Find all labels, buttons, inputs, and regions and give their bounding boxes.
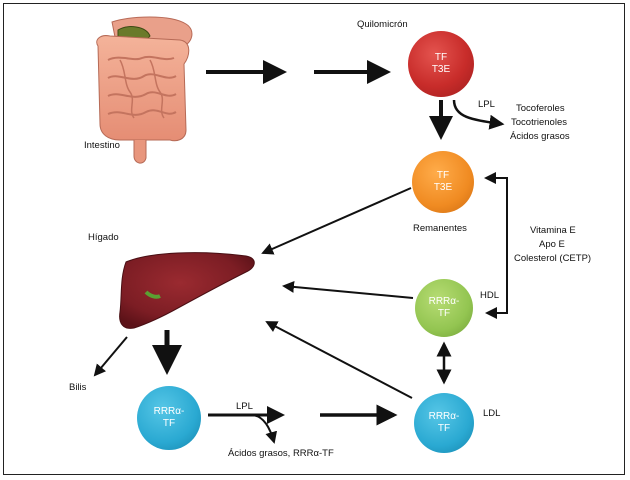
arrow-lpl-bottom-products (251, 414, 278, 444)
arrow-ldl-to-liver (265, 321, 413, 399)
label-remanentes: Remanentes (413, 223, 467, 234)
label-bilis: Bilis (69, 382, 87, 393)
node-quilomicron: TF T3E (408, 31, 474, 97)
node-ldl: RRRα- TF (414, 393, 474, 453)
node-liver-out-line2: TF (162, 418, 176, 429)
arrow-lpl-products (452, 99, 505, 130)
label-lpl-top: LPL (478, 99, 495, 110)
node-hdl-line2: TF (437, 308, 451, 319)
label-tocotrienoles: Tocotrienoles (511, 117, 567, 128)
node-remanentes-line1: TF (436, 170, 450, 181)
arrow-liver-to-bilis (93, 336, 128, 377)
node-hdl-line1: RRRα- (428, 296, 460, 307)
node-ldl-line1: RRRα- (428, 411, 460, 422)
label-acidos-grasos-top: Ácidos grasos (510, 131, 570, 142)
node-liver-out-line1: RRRα- (153, 406, 185, 417)
label-colesterol: Colesterol (CETP) (514, 253, 592, 264)
label-quilomicron: Quilomicrón (357, 19, 408, 30)
node-quilomicron-line2: T3E (431, 64, 451, 75)
label-vitamina-e: Vitamina E (530, 225, 576, 236)
label-intestino: Intestino (84, 140, 120, 151)
label-higado: Hígado (88, 232, 119, 243)
diagram-frame (3, 3, 625, 475)
liver-icon (119, 252, 255, 329)
node-quilomicron-line1: TF (434, 52, 448, 63)
arrow-hdl-to-liver (282, 280, 414, 299)
label-tocoferoles: Tocoferoles (516, 103, 565, 114)
node-ldl-line2: TF (437, 423, 451, 434)
label-lpl-bottom: LPL (236, 401, 253, 412)
arrow-rem-to-liver (261, 187, 412, 255)
label-ldl: LDL (483, 408, 501, 419)
label-apo-e: Apo E (539, 239, 565, 250)
intestine-icon (96, 16, 193, 164)
arrow-exchange-bracket (484, 172, 508, 319)
node-liver-out: RRRα- TF (137, 386, 201, 450)
label-acidos-grasos-bottom: Ácidos grasos, RRRα-TF (228, 448, 334, 459)
label-hdl: HDL (480, 290, 500, 301)
node-remanentes-line2: T3E (433, 182, 453, 193)
node-hdl: RRRα- TF (415, 279, 473, 337)
node-remanentes: TF T3E (412, 151, 474, 213)
